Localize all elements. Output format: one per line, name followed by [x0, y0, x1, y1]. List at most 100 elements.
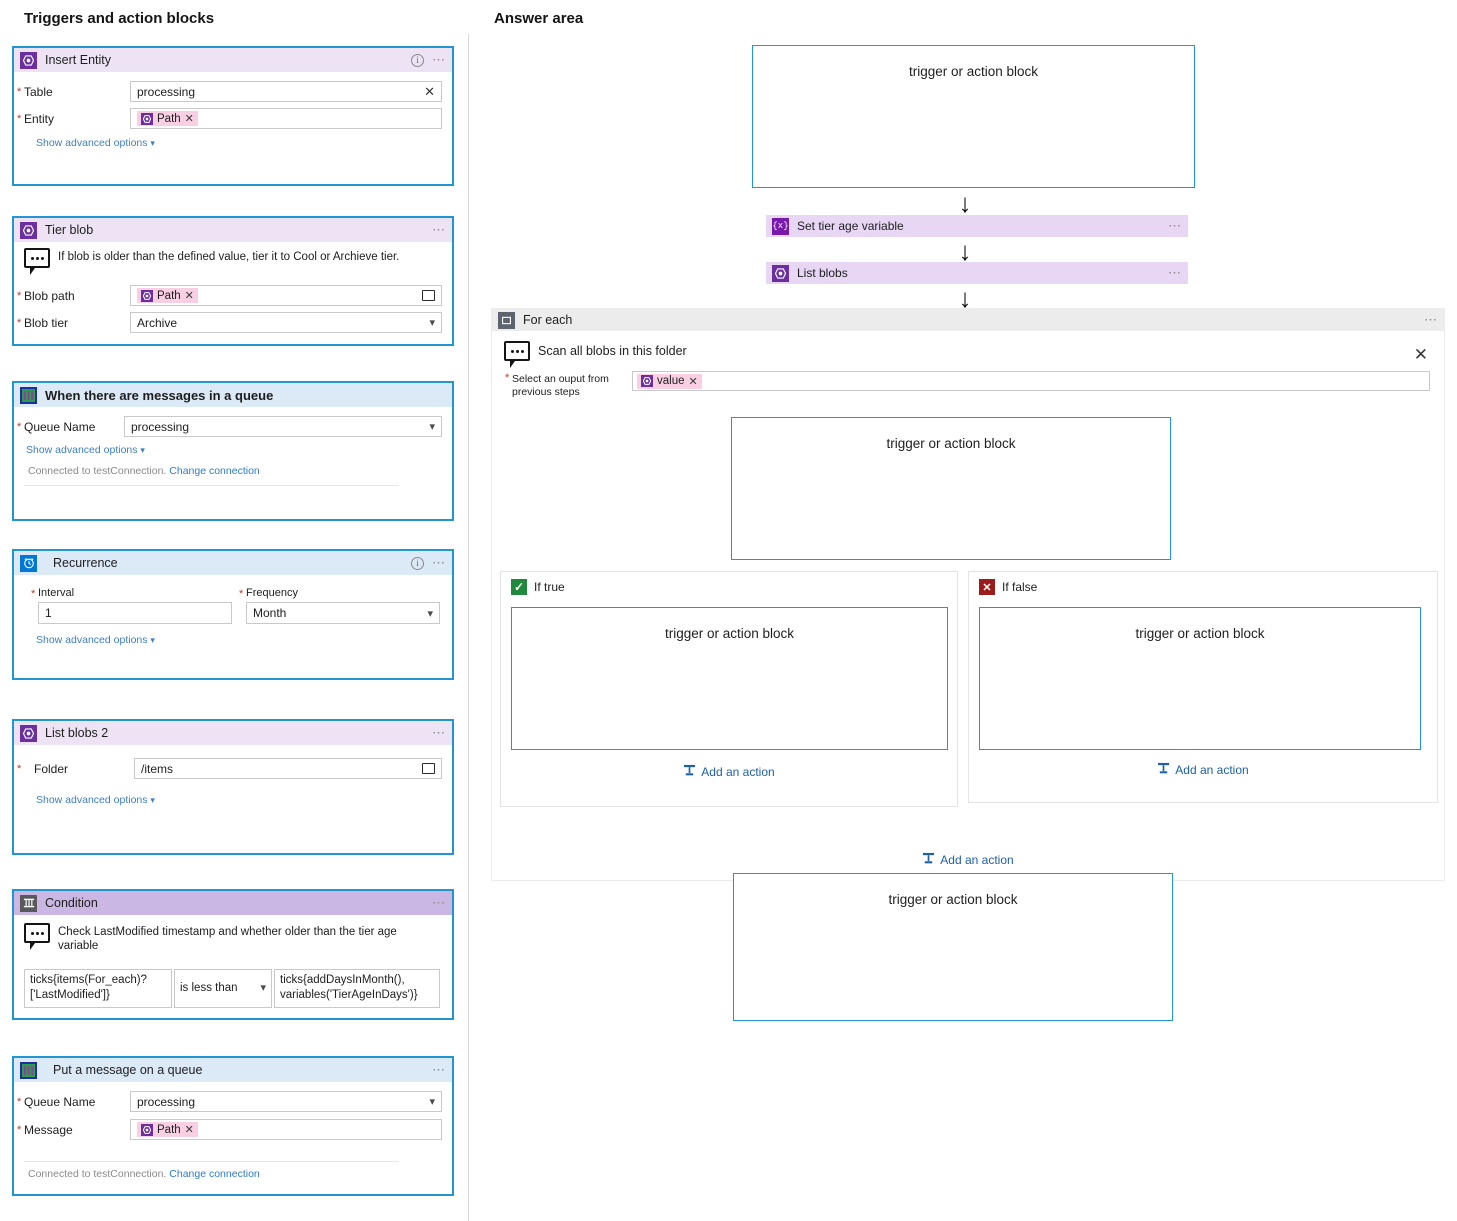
- branch-label: If false: [1002, 580, 1038, 594]
- folder-picker-icon[interactable]: [422, 290, 435, 301]
- card-header[interactable]: List blobs 2 ⋯: [14, 721, 452, 745]
- branch-label: If true: [534, 580, 565, 594]
- add-action-if-false[interactable]: Add an action: [969, 762, 1437, 778]
- clear-icon[interactable]: ✕: [424, 83, 435, 99]
- placeholder-trigger-block-top[interactable]: trigger or action block: [752, 45, 1195, 188]
- show-advanced-options-link[interactable]: Show advanced options ▾: [14, 130, 452, 149]
- token-remove-icon[interactable]: ✕: [184, 290, 194, 302]
- token-remove-icon[interactable]: ✕: [184, 1124, 194, 1136]
- more-options-icon[interactable]: ⋯: [1168, 218, 1182, 233]
- card-title: Put a message on a queue: [53, 1063, 203, 1077]
- field-label-queue-name: Queue Name: [17, 420, 118, 434]
- blob-tier-dropdown[interactable]: Archive ▾: [130, 312, 442, 333]
- token-path[interactable]: Path ✕: [137, 1122, 198, 1137]
- card-header[interactable]: Tier blob ⋯: [14, 218, 452, 242]
- add-action-foreach[interactable]: Add an action: [492, 852, 1444, 868]
- condition-right-expression[interactable]: ticks{addDaysInMonth(), variables('TierA…: [274, 968, 440, 1008]
- variable-icon: {x}: [772, 217, 789, 235]
- card-recurrence[interactable]: Recurrence i ⋯ Interval 1 Frequency Mont…: [12, 549, 454, 680]
- card-put-message-on-queue[interactable]: Put a message on a queue ⋯ Queue Name pr…: [12, 1056, 454, 1196]
- blob-hex-icon: [141, 1123, 153, 1136]
- chevron-down-icon: ▾: [429, 421, 435, 433]
- placeholder-label: trigger or action block: [888, 892, 1018, 907]
- info-icon[interactable]: i: [411, 556, 424, 570]
- info-icon[interactable]: i: [411, 53, 424, 67]
- token-value[interactable]: value ✕: [637, 373, 702, 389]
- branch-if-true[interactable]: ✓ If true trigger or action block Add an…: [500, 571, 958, 807]
- token-label: value: [657, 375, 685, 387]
- chevron-down-icon: ▾: [429, 317, 435, 329]
- change-connection-link[interactable]: Change connection: [169, 1168, 260, 1180]
- interval-field[interactable]: Interval 1: [31, 587, 232, 624]
- card-header[interactable]: Put a message on a queue ⋯: [14, 1058, 452, 1082]
- card-condition[interactable]: Condition ⋯ Check LastModified timestamp…: [12, 889, 454, 1020]
- field-label-folder: Folder: [17, 762, 128, 776]
- card-header[interactable]: When there are messages in a queue: [14, 383, 452, 407]
- card-list-blobs-2[interactable]: List blobs 2 ⋯ Folder /items Show advanc…: [12, 719, 454, 855]
- queue-name-dropdown[interactable]: processing ▾: [124, 416, 442, 437]
- card-header[interactable]: Recurrence i ⋯: [14, 551, 452, 575]
- placeholder-trigger-block-foreach[interactable]: trigger or action block: [731, 417, 1171, 560]
- change-connection-link[interactable]: Change connection: [169, 465, 260, 477]
- frequency-dropdown[interactable]: Month ▾: [246, 602, 440, 624]
- foreach-title: For each: [523, 313, 573, 327]
- token-label: Path: [157, 112, 181, 125]
- placeholder-trigger-block-bottom[interactable]: trigger or action block: [733, 873, 1173, 1021]
- placeholder-trigger-block-if-true[interactable]: trigger or action block: [511, 607, 948, 750]
- advanced-label: Show advanced options: [26, 444, 138, 456]
- blob-hex-icon: [20, 221, 37, 239]
- frequency-value: Month: [253, 606, 287, 620]
- add-action-label: Add an action: [940, 853, 1014, 867]
- more-options-icon[interactable]: ⋯: [432, 895, 446, 910]
- foreach-description: Scan all blobs in this folder: [538, 344, 687, 358]
- folder-picker-icon[interactable]: [422, 763, 435, 774]
- check-icon: ✓: [511, 579, 527, 595]
- table-input[interactable]: processing ✕: [130, 81, 442, 102]
- interval-value: 1: [45, 606, 52, 620]
- show-advanced-options-link[interactable]: Show advanced options ▾: [14, 438, 452, 456]
- card-header[interactable]: Insert Entity i ⋯: [14, 48, 452, 72]
- chevron-down-icon: ▾: [150, 635, 155, 645]
- more-options-icon[interactable]: ⋯: [1168, 265, 1182, 280]
- select-output-field[interactable]: Select an ouput from previous steps valu…: [504, 371, 1430, 398]
- more-options-icon[interactable]: ⋯: [432, 222, 446, 237]
- placeholder-trigger-block-if-false[interactable]: trigger or action block: [979, 607, 1421, 750]
- token-path[interactable]: Path ✕: [137, 288, 198, 303]
- frequency-field[interactable]: Frequency Month ▾: [239, 587, 440, 624]
- entity-input[interactable]: Path ✕: [130, 108, 442, 129]
- step-set-tier-age-variable[interactable]: {x} Set tier age variable ⋯: [766, 215, 1188, 237]
- foreach-header[interactable]: For each ⋯: [492, 309, 1444, 331]
- advanced-label: Show advanced options: [36, 794, 148, 806]
- select-output-input[interactable]: value ✕: [632, 371, 1430, 391]
- folder-input[interactable]: /items: [134, 758, 442, 779]
- add-action-icon: [922, 852, 935, 868]
- connection-status: Connected to testConnection. Change conn…: [14, 1162, 452, 1180]
- add-action-if-true[interactable]: Add an action: [501, 764, 957, 780]
- branch-if-false[interactable]: ✕ If false trigger or action block Add a…: [968, 571, 1438, 803]
- card-insert-entity[interactable]: Insert Entity i ⋯ Table processing ✕ Ent…: [12, 46, 454, 186]
- more-options-icon[interactable]: ⋯: [432, 52, 446, 67]
- more-options-icon[interactable]: ⋯: [432, 555, 446, 570]
- foreach-panel[interactable]: For each ⋯ Scan all blobs in this folder…: [491, 308, 1445, 881]
- blob-path-input[interactable]: Path ✕: [130, 285, 442, 306]
- token-remove-icon[interactable]: ✕: [688, 375, 698, 388]
- card-header[interactable]: Condition ⋯: [14, 891, 452, 915]
- step-list-blobs[interactable]: List blobs ⋯: [766, 262, 1188, 284]
- add-action-label: Add an action: [1175, 763, 1249, 777]
- more-options-icon[interactable]: ⋯: [432, 1062, 446, 1077]
- token-path[interactable]: Path ✕: [137, 111, 198, 126]
- show-advanced-options-link[interactable]: Show advanced options ▾: [14, 780, 452, 806]
- message-input[interactable]: Path ✕: [130, 1119, 442, 1140]
- queue-name-dropdown[interactable]: processing ▾: [130, 1091, 442, 1112]
- card-tier-blob[interactable]: Tier blob ⋯ If blob is older than the de…: [12, 216, 454, 346]
- token-remove-icon[interactable]: ✕: [184, 113, 194, 125]
- interval-input[interactable]: 1: [38, 602, 232, 624]
- card-when-messages-in-queue[interactable]: When there are messages in a queue Queue…: [12, 381, 454, 521]
- more-options-icon[interactable]: ⋯: [1424, 312, 1438, 327]
- show-advanced-options-link[interactable]: Show advanced options ▾: [14, 624, 452, 646]
- chevron-down-icon: ▾: [427, 607, 433, 620]
- condition-operator-dropdown[interactable]: is less than ▾: [174, 968, 272, 1008]
- close-icon[interactable]: ✕: [1413, 345, 1428, 364]
- condition-left-expression[interactable]: ticks{items(For_each)?['LastModified']}: [24, 968, 172, 1008]
- more-options-icon[interactable]: ⋯: [432, 725, 446, 740]
